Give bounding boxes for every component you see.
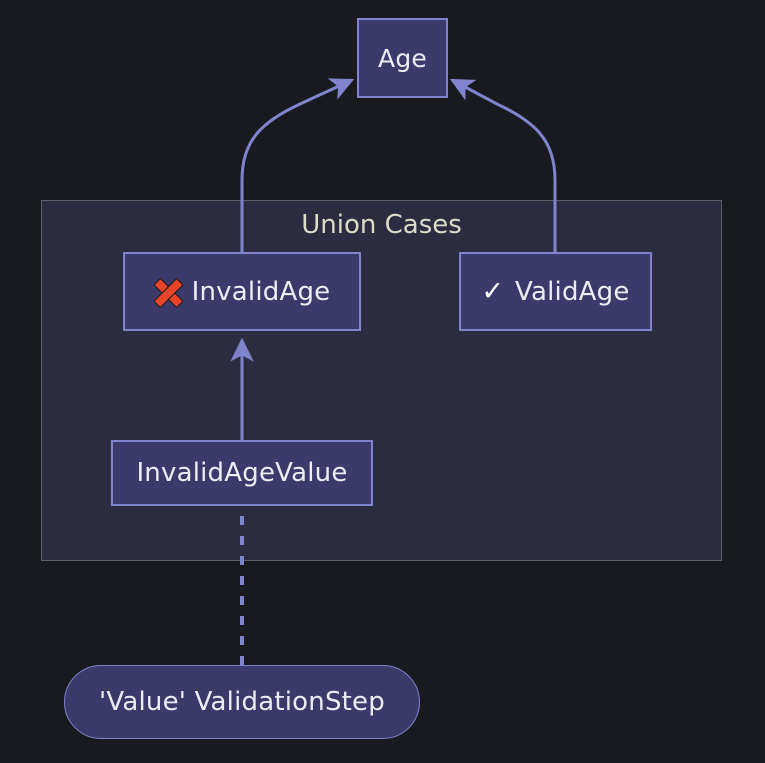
cross-mark-icon	[154, 278, 181, 305]
node-invalid-age-value[interactable]: InvalidAgeValue	[111, 440, 373, 506]
node-age[interactable]: Age	[357, 18, 448, 98]
node-valid-age-label: ValidAge	[515, 276, 630, 307]
node-invalid-age-label-group: InvalidAge	[154, 278, 331, 305]
node-valid-age[interactable]: ✓ ValidAge	[459, 252, 652, 331]
subgraph-title: Union Cases	[301, 210, 462, 240]
node-valid-age-label-group: ✓ ValidAge	[481, 278, 629, 305]
node-invalid-age-value-label: InvalidAgeValue	[136, 458, 348, 488]
node-validation-step-label: 'Value' ValidationStep	[99, 687, 385, 717]
node-age-label: Age	[378, 43, 427, 73]
node-invalid-age-label: InvalidAge	[191, 276, 331, 307]
node-invalid-age[interactable]: InvalidAge	[123, 252, 361, 331]
check-mark-icon: ✓	[481, 276, 505, 307]
node-invalid-age-value-label-group: InvalidAgeValue	[136, 460, 347, 486]
node-validation-step-label-group: 'Value' ValidationStep	[99, 689, 385, 715]
node-age-label-group: Age	[378, 46, 427, 71]
node-validation-step[interactable]: 'Value' ValidationStep	[64, 665, 420, 739]
